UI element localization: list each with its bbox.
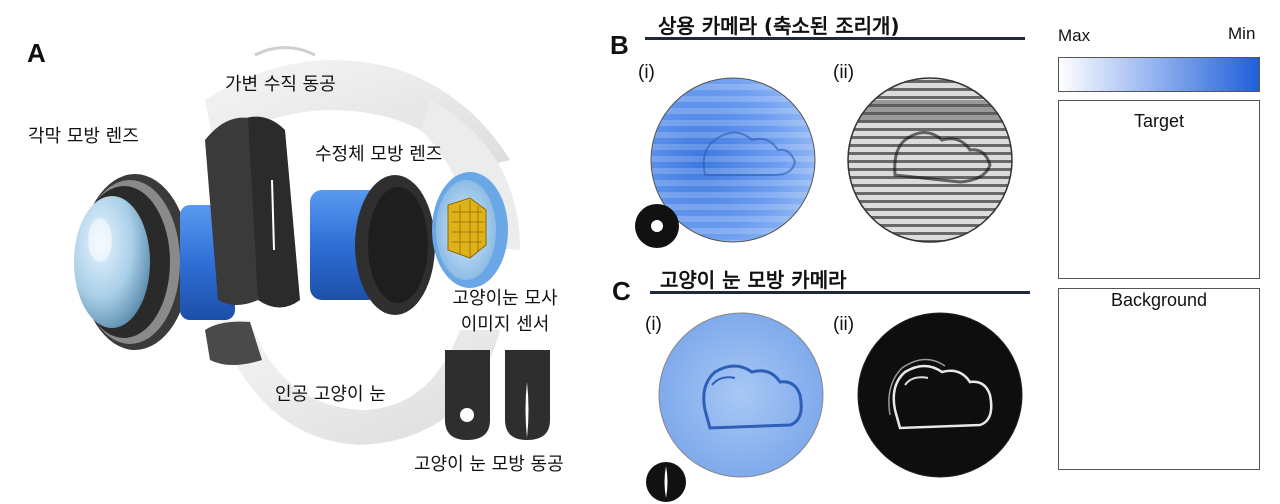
panel-c-title: 고양이 눈 모방 카메라 <box>660 268 847 292</box>
intensity-color-bar <box>1058 57 1260 92</box>
sensor-hex-chip <box>447 197 487 259</box>
cornea-highlight <box>88 218 112 262</box>
panel-c-letter: C <box>612 276 631 306</box>
panel-b-letter: B <box>610 30 629 60</box>
crystalline-dark-inner <box>368 187 428 303</box>
variable-pupil-plate-back <box>205 117 258 305</box>
panel-b-image-ii <box>847 77 1013 243</box>
panel-c-rule <box>650 291 1030 294</box>
slit-pupil-hole <box>525 382 529 438</box>
label-crystalline-lens: 수정체 모방 렌즈 <box>315 144 443 165</box>
panel-b-sub-ii: (ii) <box>833 62 855 83</box>
cornea-dome <box>74 196 150 328</box>
sensor-hex-grid <box>452 200 484 258</box>
label-cornea-lens: 각막 모방 렌즈 <box>28 126 139 147</box>
panel-b-sub-i: (i) <box>638 62 655 83</box>
round-aperture-icon <box>635 204 679 248</box>
panel-c-image-i <box>658 312 824 478</box>
label-sensor-line2: 이미지 센서 <box>460 314 550 335</box>
label-sensor: 고양이눈 모사 이미지 센서 <box>445 286 565 338</box>
scale-min-label: Min <box>1228 24 1256 43</box>
panel-c-sub-i: (i) <box>645 314 662 335</box>
slit-aperture-icon <box>646 462 686 502</box>
background-legend-title: Background <box>1110 290 1208 310</box>
panel-c-sub-ii: (ii) <box>833 314 855 335</box>
label-cat-pupil: 고양이 눈 모방 동공 <box>414 454 564 475</box>
target-legend-title: Target <box>1133 111 1185 131</box>
pupil-slit <box>271 179 275 251</box>
label-variable-pupil: 가변 수직 동공 <box>225 74 336 95</box>
label-artificial-eye: 인공 고양이 눈 <box>275 384 386 405</box>
panel-b-rule <box>645 37 1025 40</box>
scale-max-label: Max <box>1058 26 1091 45</box>
shell-arc-top <box>254 46 316 57</box>
pupil-shape-round <box>445 350 490 440</box>
lower-curved-plate <box>205 321 262 365</box>
label-sensor-line1: 고양이눈 모사 <box>452 288 558 309</box>
artificial-eye-exploded-illustration <box>74 46 550 445</box>
panel-a-letter: A <box>27 38 46 68</box>
shell-top-half <box>205 60 510 170</box>
panel-b-image-i <box>650 77 816 243</box>
shell-bottom-half <box>215 320 500 445</box>
panel-c-image-ii <box>857 312 1023 478</box>
background-legend-box: Background <box>1058 288 1260 470</box>
panel-b-title: 상용 카메라 (축소된 조리개) <box>658 14 900 38</box>
round-pupil-hole <box>460 408 474 422</box>
target-legend-box: Target <box>1058 100 1260 279</box>
